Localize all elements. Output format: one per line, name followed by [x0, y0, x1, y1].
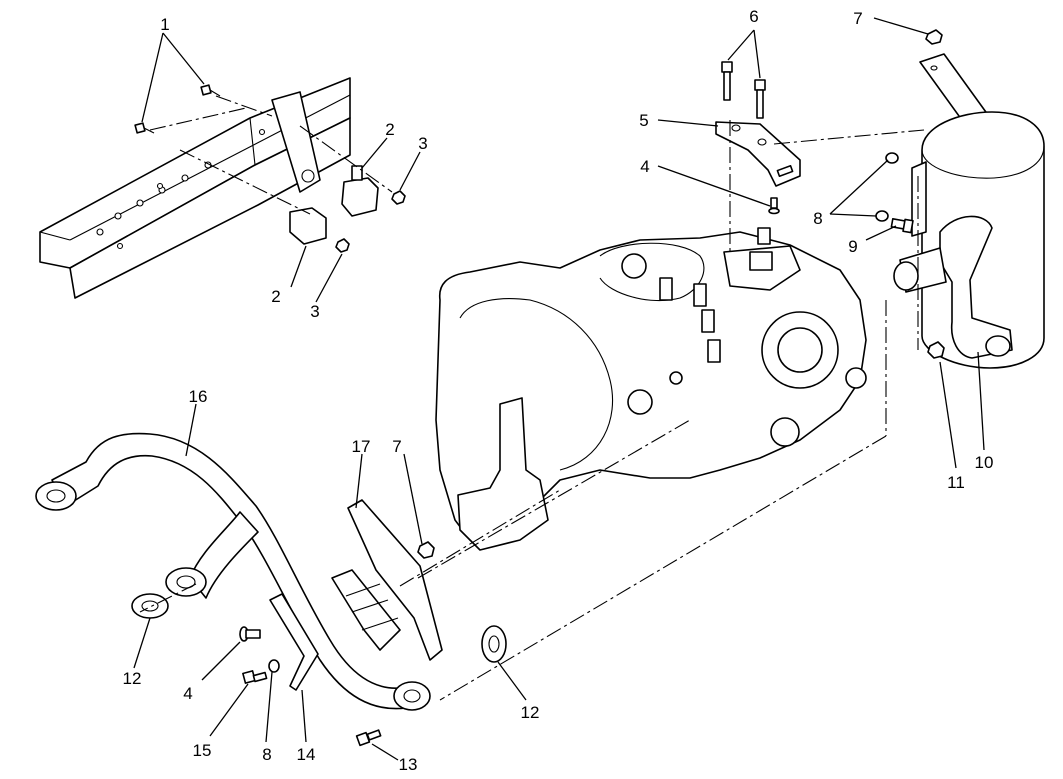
bolt-item-4-lower [239, 626, 261, 642]
callout-8-lower: 8 [262, 745, 271, 764]
callout-17: 17 [352, 437, 371, 456]
callout-4-lower: 4 [183, 684, 192, 703]
transaxle-bolt-studs [659, 227, 771, 363]
leader-lines [133, 17, 985, 761]
callout-labels: 1 2 2 3 3 4 4 5 6 7 7 8 8 9 10 11 12 12 … [123, 7, 994, 774]
bolt-item-6 [721, 61, 766, 119]
callout-3-upper: 3 [418, 134, 427, 153]
frame-rail [39, 77, 351, 299]
heat-shield-item-17 [331, 499, 443, 661]
washer-item-8-muffler [875, 152, 899, 222]
callout-15: 15 [193, 741, 212, 760]
rail-holes [96, 128, 266, 250]
nut-item-7-shield [417, 541, 435, 559]
callout-12-left: 12 [123, 669, 142, 688]
callout-13: 13 [399, 755, 418, 774]
callout-14: 14 [297, 745, 316, 764]
bolt-item-9 [890, 218, 914, 234]
alignment-lines [139, 95, 925, 701]
callout-9: 9 [848, 237, 857, 256]
callout-7-upper: 7 [853, 9, 862, 28]
nut-item-11 [927, 341, 945, 359]
nut-item-3 [335, 190, 406, 253]
callout-2-lower: 2 [271, 287, 280, 306]
callout-6: 6 [749, 7, 758, 26]
washer-item-8-lower [268, 659, 280, 673]
callout-5: 5 [639, 111, 648, 130]
callout-10: 10 [975, 453, 994, 472]
engine-mount-item-2 [289, 165, 379, 245]
callout-4-upper: 4 [640, 157, 649, 176]
bolt-item-13 [355, 729, 382, 747]
callout-3-lower: 3 [310, 302, 319, 321]
muffler-item-10 [893, 111, 1045, 369]
bolt-item-1 [134, 84, 221, 134]
callout-7-lower: 7 [392, 437, 401, 456]
exhaust-pipe-item-16 [35, 432, 431, 711]
callout-16: 16 [189, 387, 208, 406]
bracket-item-14 [269, 593, 319, 691]
callout-8-upper: 8 [813, 209, 822, 228]
bolt-item-15 [242, 670, 268, 684]
bracket-item-5 [715, 121, 801, 187]
callout-2-upper: 2 [385, 120, 394, 139]
callout-1: 1 [160, 15, 169, 34]
callout-12-right: 12 [521, 703, 540, 722]
callout-11: 11 [947, 473, 965, 492]
bolt-item-4-top [768, 197, 780, 215]
transaxle [435, 227, 867, 551]
